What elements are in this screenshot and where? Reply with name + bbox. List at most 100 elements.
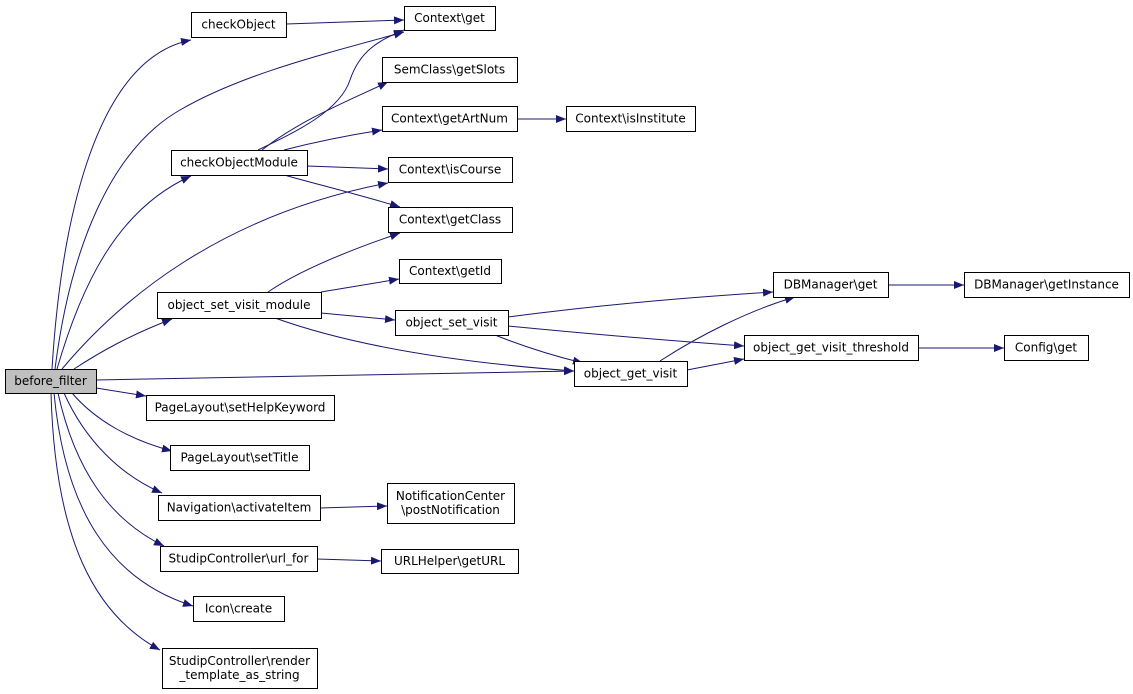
edge-arrow — [51, 38, 192, 370]
node-label: NotificationCenter — [396, 489, 505, 503]
node-context-getclass[interactable]: Context\getClass — [388, 207, 513, 233]
node-label: checkObjectModule — [180, 156, 298, 170]
node-box — [387, 483, 515, 524]
edge-arrow — [73, 318, 173, 370]
edge-arrow — [50, 392, 161, 651]
node-object-set-visit[interactable]: object_set_visit — [395, 310, 509, 336]
edge-arrow — [71, 392, 173, 453]
node-object-set-visit-module[interactable]: object_set_visit_module — [157, 292, 322, 319]
edge-arrow — [283, 127, 383, 151]
edge-arrow — [57, 392, 165, 547]
node-label: before_filter — [14, 374, 87, 388]
node-label: Context\getClass — [399, 213, 501, 227]
node-icon-create[interactable]: Icon\create — [193, 596, 285, 622]
node-studipcontroller-render[interactable]: StudipController\render_template_as_stri… — [162, 648, 318, 689]
edge-checkObjectModule-to-semclass_getslots — [261, 81, 389, 151]
node-box — [404, 6, 496, 31]
node-semclass-getslots[interactable]: SemClass\getSlots — [382, 57, 518, 83]
edge-arrow — [283, 174, 401, 208]
node-box — [157, 292, 322, 319]
edge-object_set_visit_module-to-object_set_visit — [320, 312, 396, 324]
edge-arrow — [54, 30, 405, 370]
node-dbmanager-getinstance[interactable]: DBManager\getInstance — [964, 272, 1130, 298]
node-label: StudipController\render — [169, 654, 310, 668]
edge-arrow — [95, 387, 147, 399]
node-label: DBManager\get — [784, 278, 878, 292]
node-dbmanager-get[interactable]: DBManager\get — [773, 272, 889, 298]
node-context-get[interactable]: Context\get — [404, 6, 496, 31]
node-label: Context\get — [414, 11, 485, 25]
edge-before_filter-to-checkObject — [51, 38, 192, 370]
node-config-get[interactable]: Config\get — [1004, 335, 1089, 361]
node-studipcontroller-url-for[interactable]: StudipController\url_for — [160, 546, 318, 572]
node-label: object_get_visit_threshold — [753, 341, 909, 355]
node-box — [388, 157, 513, 183]
node-context-getid[interactable]: Context\getId — [399, 259, 502, 284]
edge-checkObjectModule-to-context_getartnum — [283, 127, 383, 151]
node-label: checkObject — [201, 18, 276, 32]
edge-arrow — [53, 392, 194, 607]
edge-checkObjectModule-to-context_iscourse — [306, 164, 389, 173]
edge-object_get_visit-to-object_get_visit_threshold — [686, 356, 745, 371]
node-box — [773, 272, 889, 298]
node-label: _template_as_string — [178, 668, 299, 682]
node-checkObject[interactable]: checkObject — [191, 12, 287, 38]
node-pagelayout-sethelpkeyword[interactable]: PageLayout\setHelpKeyword — [146, 395, 335, 421]
node-label: Context\getId — [409, 264, 491, 278]
node-pagelayout-settitle[interactable]: PageLayout\setTitle — [170, 445, 310, 471]
node-notificationcenter-postnotification[interactable]: NotificationCenter\postNotification — [387, 483, 515, 524]
node-label: object_get_visit — [584, 367, 678, 381]
node-object-get-visit-threshold[interactable]: object_get_visit_threshold — [744, 335, 919, 361]
edge-arrow — [320, 312, 396, 324]
edge-object_set_visit_module-to-object_get_visit — [274, 317, 575, 375]
edge-before_filter-to-object_get_visit — [95, 367, 575, 381]
edge-arrow — [686, 356, 745, 371]
edge-before_filter-to-context_get — [54, 30, 405, 370]
node-box — [574, 361, 688, 387]
node-box — [566, 106, 696, 132]
edge-arrow — [659, 295, 796, 362]
edge-arrow — [306, 164, 389, 173]
edge-checkObject-to-context_get — [285, 16, 405, 25]
node-label: Navigation\activateItem — [167, 501, 312, 515]
node-checkObjectModule[interactable]: checkObjectModule — [171, 150, 308, 176]
node-before-filter[interactable]: before_filter — [5, 369, 97, 394]
node-box — [146, 395, 335, 421]
node-box — [399, 259, 502, 284]
edge-object_set_visit-to-dbmanager_get — [507, 288, 774, 318]
node-box — [158, 495, 321, 521]
node-context-isinstitute[interactable]: Context\isInstitute — [566, 106, 696, 132]
edge-before_filter-to-studipcontroller_render — [50, 392, 161, 651]
edge-before_filter-to-pagelayout_settitle — [71, 392, 173, 453]
edge-before_filter-to-object_set_visit_module — [73, 318, 173, 370]
edge-arrow — [61, 180, 389, 370]
node-box — [162, 648, 318, 689]
edge-arrow — [267, 232, 401, 293]
node-box — [395, 310, 509, 336]
node-label: URLHelper\getURL — [394, 554, 505, 568]
node-box — [171, 150, 308, 176]
node-box — [382, 106, 518, 132]
node-label: SemClass\getSlots — [394, 63, 505, 77]
edge-before_filter-to-context_iscourse — [61, 180, 389, 370]
node-object-get-visit[interactable]: object_get_visit — [574, 361, 688, 387]
edge-arrow — [494, 334, 584, 365]
node-label: Context\isInstitute — [575, 112, 685, 126]
node-context-iscourse[interactable]: Context\isCourse — [388, 157, 513, 183]
node-context-getartnum[interactable]: Context\getArtNum — [382, 106, 518, 132]
node-box — [382, 57, 518, 83]
node-urlhelper-geturl[interactable]: URLHelper\getURL — [381, 549, 519, 574]
node-label: Icon\create — [205, 602, 272, 616]
node-box — [5, 369, 97, 394]
node-navigation-activateitem[interactable]: Navigation\activateItem — [158, 495, 321, 521]
edge-studipcontroller_url_for-to-urlhelper_geturl — [316, 556, 382, 565]
node-label: PageLayout\setHelpKeyword — [155, 401, 326, 415]
node-label: StudipController\url_for — [169, 552, 309, 566]
node-label: object_set_visit_module — [167, 298, 310, 312]
edge-object_set_visit-to-object_get_visit — [494, 334, 584, 365]
edge-object_set_visit_module-to-context_getid — [320, 276, 400, 293]
edge-checkObjectModule-to-context_getclass — [283, 174, 401, 208]
edge-arrow — [285, 16, 405, 25]
node-label: \postNotification — [401, 503, 500, 517]
